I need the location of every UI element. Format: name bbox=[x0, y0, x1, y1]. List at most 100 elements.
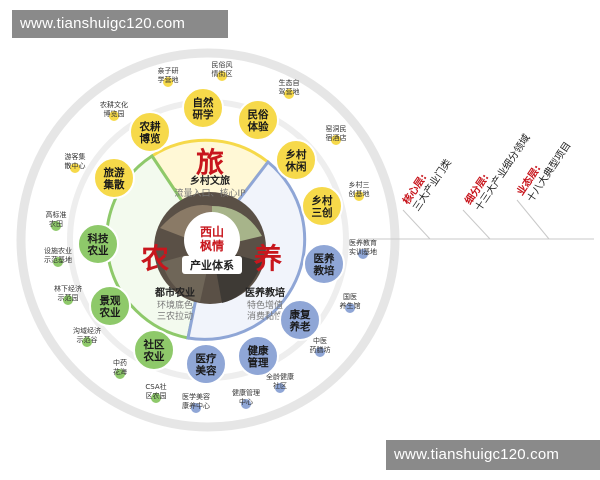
main-node-label: 休闲 bbox=[285, 160, 307, 173]
small-node-label: 中心 bbox=[239, 397, 253, 406]
small-node-label: 医学美容 bbox=[182, 392, 210, 401]
small-node-label: 游客集 bbox=[65, 152, 86, 161]
main-node-label: 民俗 bbox=[248, 108, 269, 121]
small-node-dot bbox=[163, 77, 173, 87]
sector-subtitle: 消费黏性 bbox=[247, 310, 283, 322]
main-node-label: 康复 bbox=[290, 308, 311, 321]
small-node-label: 示范谷 bbox=[77, 335, 98, 344]
main-node-circle bbox=[133, 329, 175, 371]
small-node-label: 健康管理 bbox=[232, 388, 260, 397]
main-node-label: 农业 bbox=[87, 244, 109, 257]
small-node-label: 情街区 bbox=[212, 69, 233, 78]
small-node-label: 博览园 bbox=[104, 109, 125, 118]
small-node-label: 驾营地 bbox=[279, 87, 300, 96]
logo-text: 枫情 bbox=[200, 238, 224, 253]
small-node-label: 国医 bbox=[343, 293, 357, 301]
small-node-dot bbox=[241, 399, 251, 409]
sector-big-char: 旅 bbox=[196, 146, 224, 179]
small-node-dot bbox=[109, 111, 119, 121]
sector-title: 都市农业 bbox=[154, 286, 195, 299]
main-node-label: 农耕 bbox=[139, 120, 161, 133]
main-node-circle bbox=[93, 157, 135, 199]
main-node-label: 教培 bbox=[313, 264, 335, 277]
sector-subtitle: 流量入口、核心IP bbox=[174, 187, 246, 199]
center-title-bg bbox=[182, 256, 242, 274]
main-node-label: 研学 bbox=[193, 108, 214, 121]
small-node-dot bbox=[331, 135, 341, 145]
main-node-label: 管理 bbox=[248, 356, 269, 369]
sector-big-char: 农 bbox=[140, 242, 169, 275]
small-node-label: 农田 bbox=[49, 219, 63, 228]
small-node-label: 药膳坊 bbox=[310, 345, 331, 354]
small-node-dot bbox=[51, 221, 61, 231]
main-node-circle bbox=[301, 185, 343, 227]
main-node-label: 景观 bbox=[99, 294, 121, 307]
legend-text: 细分层:十三大产业细分领域 bbox=[462, 125, 533, 214]
main-node-circle bbox=[279, 299, 321, 341]
small-node-label: 示范园 bbox=[58, 293, 79, 302]
main-node-circle bbox=[129, 111, 171, 153]
small-node-label: 中医 bbox=[313, 336, 327, 345]
small-node-label: 亲子研 bbox=[158, 66, 179, 75]
sector-subtitle: 环境底色 bbox=[157, 299, 193, 311]
small-node-label: 民俗风 bbox=[212, 60, 233, 69]
small-node-dot bbox=[191, 403, 201, 413]
main-node-label: 三创 bbox=[312, 206, 333, 219]
small-node-layer: 亲子研学营地民俗风情街区生态自驾营地窑洞民宿酒店乡村三创基地医养教育实训基地国医… bbox=[44, 60, 377, 413]
main-node-label: 乡村 bbox=[286, 148, 307, 161]
small-node-dot bbox=[284, 89, 294, 99]
small-node-dot bbox=[70, 163, 80, 173]
sector-subtitle: 特色增值 bbox=[247, 299, 283, 311]
legend-body: 十三大产业细分领域 bbox=[472, 132, 533, 214]
main-node-label: 农业 bbox=[99, 306, 121, 319]
small-node-label: 农耕文化 bbox=[100, 100, 128, 109]
small-node-dot bbox=[151, 393, 161, 403]
small-node-label: 生态自 bbox=[279, 78, 300, 87]
small-node-label: 示范基地 bbox=[44, 255, 72, 264]
small-node-label: 养生馆 bbox=[340, 301, 361, 310]
small-node-label: 乡村三 bbox=[349, 180, 370, 189]
main-node-circle bbox=[237, 99, 279, 141]
legend-text: 核心层:三大产业门类 bbox=[400, 150, 454, 214]
legend-leader bbox=[462, 209, 491, 240]
small-node-label: 康养中心 bbox=[182, 401, 210, 410]
small-node-dot bbox=[315, 347, 325, 357]
main-node-label: 农业 bbox=[143, 350, 165, 363]
main-node-label: 自然 bbox=[193, 96, 214, 109]
watermark-bottom: www.tianshuigc120.com bbox=[386, 440, 600, 470]
main-node-label: 医疗 bbox=[196, 352, 217, 365]
small-node-dot bbox=[82, 337, 92, 347]
main-node-label: 医养 bbox=[314, 252, 335, 265]
main-node-circle bbox=[89, 285, 131, 327]
small-node-label: 散中心 bbox=[65, 161, 86, 170]
small-node-label: 设施农业 bbox=[44, 246, 72, 255]
main-node-label: 社区 bbox=[143, 338, 165, 351]
small-node-dot bbox=[358, 249, 368, 259]
small-node-label: 学营地 bbox=[158, 75, 179, 84]
small-node-label: CSA社 bbox=[145, 382, 166, 391]
small-node-label: 林下经济 bbox=[54, 284, 82, 293]
main-node-circle bbox=[237, 335, 279, 377]
main-node-circle bbox=[275, 139, 317, 181]
main-node-label: 博览 bbox=[140, 132, 161, 145]
main-node-circle bbox=[182, 87, 224, 129]
main-node-circle bbox=[303, 243, 345, 285]
small-node-label: 实训基地 bbox=[349, 247, 377, 256]
